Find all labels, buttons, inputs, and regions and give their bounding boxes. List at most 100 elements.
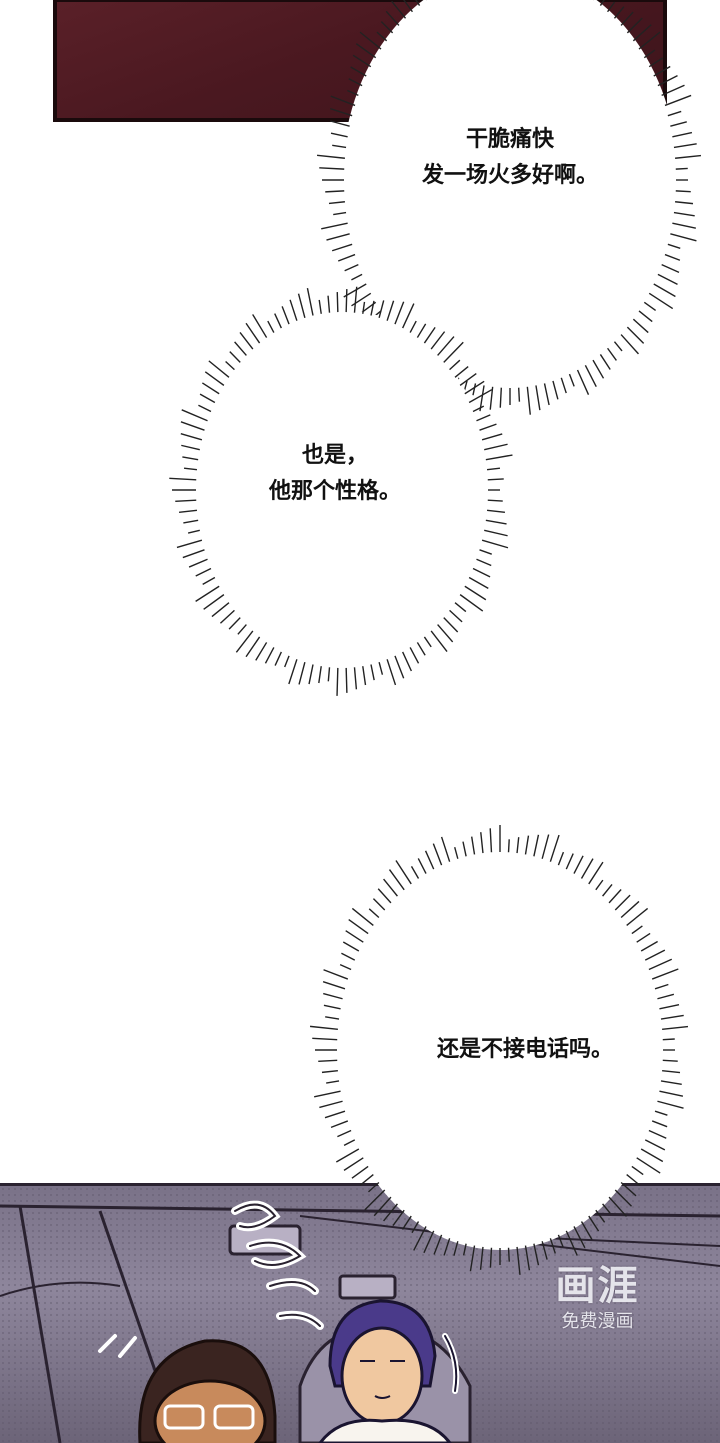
bubble-stroke (368, 908, 380, 919)
bubble-stroke (344, 263, 359, 272)
bubble-stroke (219, 609, 235, 624)
bubble-stroke (592, 359, 605, 379)
bubble-stroke (620, 11, 634, 26)
bubble-stroke (670, 121, 687, 127)
bubble-stroke (660, 1080, 682, 1085)
bubble-stroke (481, 539, 509, 549)
bubble-stroke (644, 1139, 666, 1151)
bubble-stroke (423, 636, 432, 648)
bubble-stroke (362, 666, 367, 686)
bubble-stroke (353, 286, 358, 313)
bubble-stroke (595, 1209, 606, 1223)
bubble-stroke (309, 1025, 338, 1030)
bubble-stroke (595, 879, 604, 891)
bottom-comic-panel (0, 1183, 720, 1443)
bubble-stroke (489, 828, 493, 853)
bubble-stroke (341, 952, 356, 961)
bubble-stroke (228, 617, 241, 630)
bubble-stroke (588, 861, 604, 885)
bubble-stroke (386, 300, 395, 321)
bubble-2-line-2: 他那个性格。 (268, 479, 401, 504)
bubble-stroke (599, 0, 605, 6)
bubble-stroke (288, 659, 298, 685)
speech-bubble-2-text: 也是， 他那个性格。 (230, 438, 440, 510)
bubble-stroke (468, 389, 493, 404)
bubble-stroke (459, 594, 484, 612)
bubble-stroke (476, 558, 492, 567)
bubble-stroke (626, 1174, 641, 1186)
bubble-stroke (181, 409, 208, 422)
watermark: 画涯 免费漫画 (535, 1262, 660, 1334)
bubble-stroke (325, 190, 345, 193)
bubble-stroke (181, 444, 200, 451)
bubble-stroke (643, 301, 657, 312)
bubble-stroke (638, 31, 661, 50)
bubble-stroke (499, 387, 503, 408)
bubble-stroke (454, 602, 467, 613)
bubble-stroke (316, 154, 345, 159)
bubble-stroke (648, 1129, 667, 1139)
bubble-stroke (664, 94, 692, 107)
bubble-stroke (648, 958, 673, 971)
bubble-stroke (533, 1243, 540, 1266)
bubble-stroke (440, 836, 451, 862)
bubble-stroke (314, 1090, 341, 1098)
bubble-stroke (651, 1120, 668, 1128)
bubble-stroke (662, 1025, 689, 1030)
bubble-stroke (383, 878, 398, 897)
bubble-stroke (235, 630, 254, 653)
bubble-stroke (541, 834, 550, 859)
bubble-stroke (608, 889, 622, 904)
bubble-stroke (667, 110, 682, 117)
bubble-stroke (472, 405, 485, 413)
bubble-stroke (662, 1038, 675, 1041)
bubble-stroke (182, 456, 199, 461)
bubble-stroke (267, 320, 275, 333)
bubble-stroke (370, 664, 375, 681)
bubble-stroke (330, 120, 350, 127)
bubble-stroke (178, 509, 198, 514)
bubble-stroke (337, 1129, 352, 1138)
bubble-fill (194, 310, 490, 670)
bubble-stroke (675, 190, 691, 193)
bubble-stroke (661, 263, 680, 273)
bubble-stroke (281, 306, 290, 325)
bubble-stroke (362, 301, 366, 314)
bubble-stroke (308, 664, 314, 685)
speech-bubble-1-text: 干脆痛快 发一场火多好啊。 (380, 122, 640, 194)
bubble-stroke (417, 858, 427, 874)
bubble-stroke (237, 624, 247, 635)
bubble-stroke (318, 666, 322, 684)
bubble-stroke (487, 499, 503, 502)
bubble-stroke (402, 303, 415, 329)
bubble-stroke (229, 351, 241, 363)
bubble-stroke (183, 519, 199, 524)
bubble-stroke (454, 846, 459, 859)
bubble-stroke (385, 10, 400, 26)
bubble-stroke (330, 1120, 349, 1129)
bubble-stroke (432, 843, 443, 866)
bubble-stroke (348, 918, 369, 935)
bubble-stroke (476, 414, 491, 422)
bubble-stroke (662, 1070, 681, 1074)
bubble-stroke (516, 1246, 521, 1275)
bubble-stroke (673, 211, 695, 217)
bubble-stroke (675, 201, 694, 205)
bubble-stroke (225, 361, 235, 371)
bubble-stroke (640, 940, 658, 952)
bubble-stroke (325, 1016, 340, 1020)
bubble-stroke (430, 630, 448, 652)
bubble-stroke (391, 0, 407, 19)
bubble-stroke (333, 211, 347, 216)
bubble-stroke (599, 354, 611, 370)
bubble-stroke (318, 1059, 338, 1063)
bubble-stroke (526, 386, 531, 415)
bubble-stroke (252, 314, 268, 338)
bubble-stroke (264, 647, 275, 664)
speech-bubble-3-shape (309, 825, 689, 1275)
bubble-stroke (323, 1004, 341, 1010)
bubble-stroke (355, 43, 377, 59)
bubble-stroke (351, 292, 372, 307)
bubble-stroke (335, 1148, 360, 1163)
